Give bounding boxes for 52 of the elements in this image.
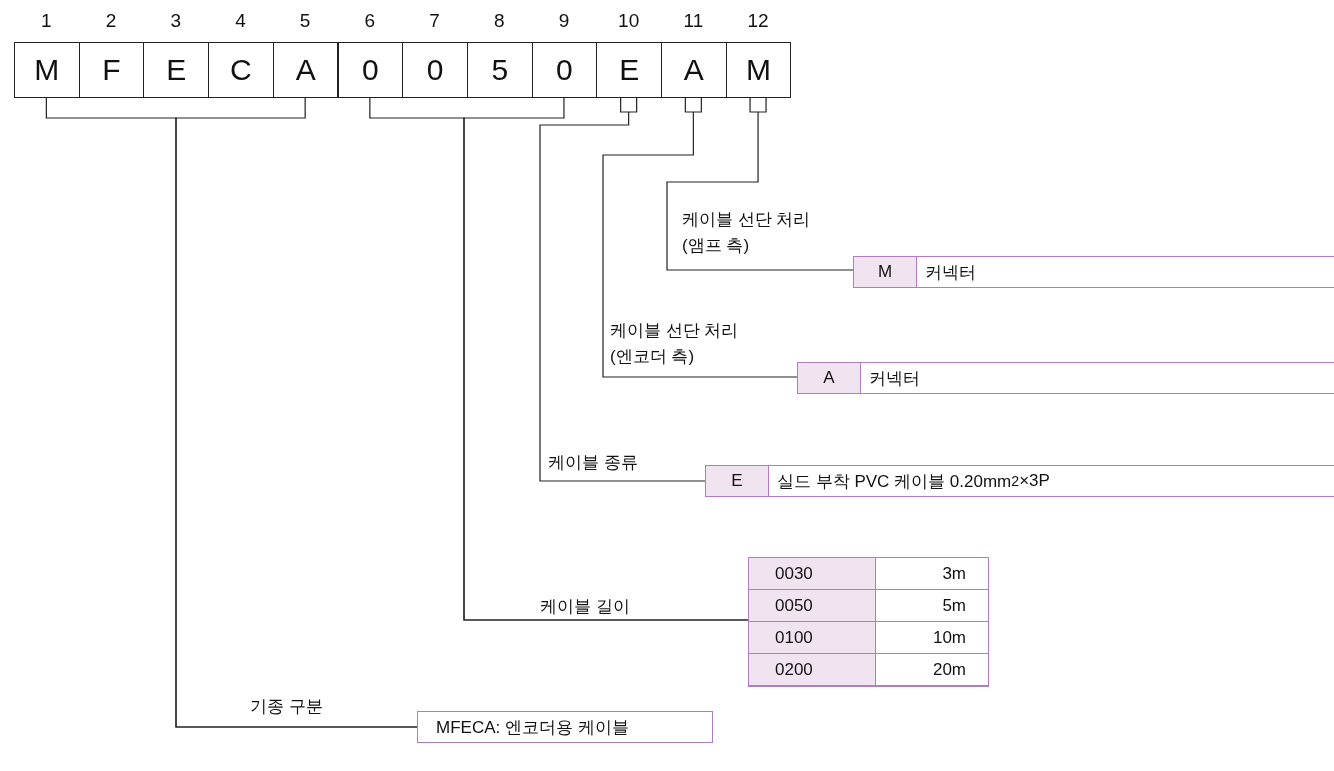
code-cell: A <box>797 362 861 394</box>
table-cell: 20m <box>876 654 988 686</box>
type-box: MFECA: 엔코더용 케이블 <box>417 711 713 743</box>
letter-box: 0 <box>402 42 468 98</box>
connector-line <box>463 97 749 621</box>
table-cell: 5m <box>876 590 988 622</box>
table-cell: 0100 <box>749 622 876 654</box>
table-cell: 0030 <box>749 558 876 590</box>
edge-label: 케이블 종류 <box>548 452 639 474</box>
option-row <box>705 465 1334 497</box>
length-table <box>748 557 989 687</box>
position-number: 3 <box>169 10 183 32</box>
letter-box: M <box>14 42 80 98</box>
position-number: 12 <box>746 10 770 32</box>
code-cell: E <box>705 465 769 497</box>
table-cell: 10m <box>876 622 988 654</box>
position-number: 4 <box>234 10 247 32</box>
letter-box: C <box>208 42 274 98</box>
connector-line <box>602 97 798 378</box>
table-cell: 0200 <box>749 654 876 686</box>
position-number: 10 <box>617 10 641 32</box>
position-number: 5 <box>298 10 312 32</box>
edge-label: 기종 구분 <box>250 696 324 718</box>
letter-box: E <box>596 42 662 98</box>
letter-box: A <box>661 42 727 98</box>
position-number: 11 <box>682 10 705 32</box>
letter-box: E <box>143 42 210 98</box>
position-number: 6 <box>363 10 377 32</box>
connector-line <box>175 97 418 728</box>
description-cell-text: 커넥터 <box>868 367 920 390</box>
position-number: 9 <box>557 10 571 32</box>
option-row <box>853 256 1334 288</box>
edge-label: 케이블 선단 처리 (앰프 측) <box>682 209 812 257</box>
table-cell: 0050 <box>749 590 876 622</box>
edge-label: 케이블 길이 <box>540 596 631 618</box>
code-cell: M <box>853 256 917 288</box>
connector-line <box>539 97 706 482</box>
position-number: 8 <box>492 10 506 32</box>
position-number: 7 <box>428 10 441 32</box>
position-number: 2 <box>104 10 118 32</box>
description-cell-text: 커넥터 <box>924 261 976 284</box>
letter-box: F <box>78 42 145 98</box>
letter-box: 5 <box>466 42 533 98</box>
connector-line <box>666 97 854 271</box>
table-cell: 3m <box>876 558 988 590</box>
letter-box: 0 <box>531 42 598 98</box>
edge-label: 케이블 선단 처리 (엔코더 측) <box>610 320 740 368</box>
letter-box: A <box>272 42 339 98</box>
letter-box: M <box>725 42 792 98</box>
letter-box: 0 <box>337 42 404 98</box>
position-number: 1 <box>40 10 53 32</box>
option-row <box>797 362 1334 394</box>
